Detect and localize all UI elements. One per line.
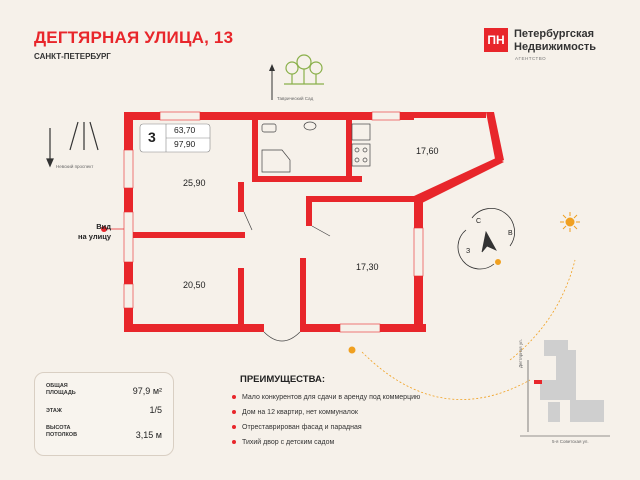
- bullet-icon: [232, 410, 236, 415]
- advantage-item: Отреставрирован фасад и парадная: [232, 424, 362, 431]
- advantages-title: ПРЕИМУЩЕСТВА:: [240, 374, 326, 385]
- street-horizontal: 5-я Советская ул.: [552, 439, 589, 444]
- height-label-line2: ПОТОЛКОВ: [46, 432, 78, 438]
- nevsky-label: Невский проспект: [56, 164, 94, 169]
- room-1-area: 25,90: [183, 178, 206, 188]
- street-vertical: Дегтярная ул.: [518, 339, 523, 368]
- city-subtitle: САНКТ-ПЕТЕРБУРГ: [34, 52, 111, 61]
- floor-label: ЭТАЖ: [46, 408, 62, 414]
- area-label-line1: ОБЩАЯ: [46, 383, 68, 389]
- view-label: Вид на улицу: [78, 222, 111, 242]
- total-area: 97,90: [174, 139, 196, 149]
- room-2-area: 20,50: [183, 280, 206, 290]
- height-value: 3,15 м: [135, 430, 162, 440]
- bullet-icon: [232, 395, 236, 400]
- kitchen-area: 17,60: [416, 146, 439, 156]
- logo-name-line1: Петербургская: [514, 28, 595, 40]
- location-map: [534, 340, 604, 422]
- sun-icon: [348, 212, 580, 354]
- room-count: 3: [148, 129, 156, 145]
- bullet-icon: [232, 440, 236, 445]
- compass-north: С: [476, 218, 482, 225]
- advantage-item: Дом на 12 квартир, нет коммуналок: [232, 409, 358, 416]
- area-label-line2: ПЛОЩАДЬ: [46, 390, 76, 396]
- room-3-area: 17,30: [356, 262, 379, 272]
- compass-east: В: [508, 230, 513, 237]
- floor-value: 1/5: [149, 405, 162, 415]
- page-title: ДЕГТЯРНАЯ УЛИЦА, 13: [34, 28, 234, 47]
- garden-label: Таврический Сад: [277, 96, 314, 101]
- height-label-line1: ВЫСОТА: [46, 425, 71, 431]
- area-value: 97,9 м²: [132, 386, 162, 396]
- logo-mark: ПН: [484, 28, 508, 52]
- logo-subtitle: АГЕНТСТВО: [515, 56, 547, 61]
- north-arrow-icon: [269, 64, 275, 100]
- compass-icon: [457, 208, 515, 270]
- bullet-icon: [232, 425, 236, 430]
- living-area: 63,70: [174, 125, 196, 135]
- info-card: [34, 372, 174, 456]
- view-label-line1: Вид: [96, 222, 112, 231]
- area-label: ОБЩАЯ ПЛОЩАДЬ: [46, 383, 76, 397]
- height-label: ВЫСОТА ПОТОЛКОВ: [46, 425, 77, 439]
- advantage-item: Тихий двор с детским садом: [232, 439, 334, 446]
- compass-west: З: [466, 248, 471, 255]
- view-label-line2: на улицу: [78, 232, 112, 241]
- road-icon: [46, 121, 99, 168]
- advantage-item: Мало конкурентов для сдачи в аренду под …: [232, 394, 420, 401]
- garden-tree-icon: [284, 54, 324, 85]
- logo-name-line2: Недвижимость: [514, 41, 596, 53]
